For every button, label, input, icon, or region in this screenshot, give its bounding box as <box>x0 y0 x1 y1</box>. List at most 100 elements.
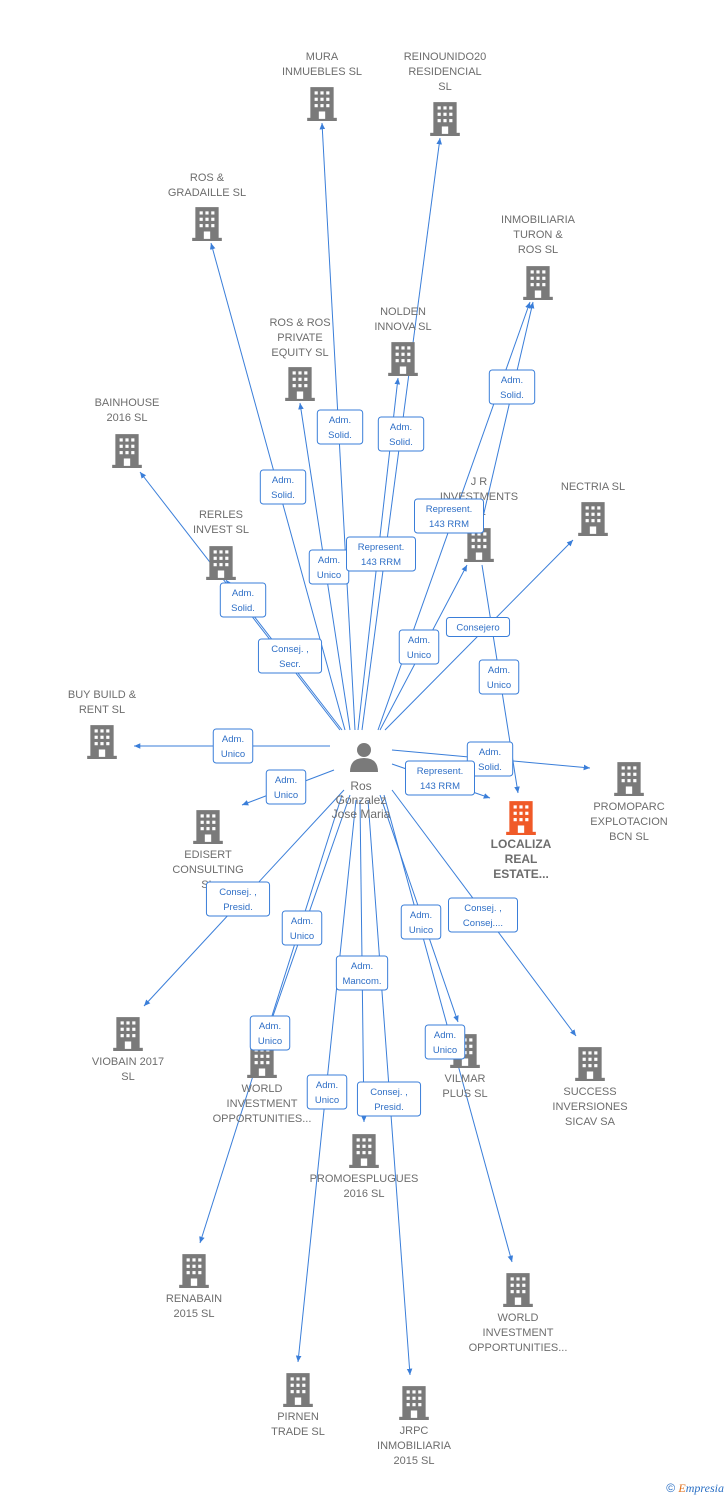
relation-label-box <box>377 416 425 452</box>
relation-label-text: 143 RRM <box>420 781 460 792</box>
relation-label[interactable]: Adm.Unico <box>308 549 350 585</box>
company-name-line: TURON & <box>513 229 563 241</box>
relation-label-text: Adm. <box>351 961 373 972</box>
relation-label[interactable]: Adm.Unico <box>400 904 442 940</box>
company-node-nectria[interactable]: NECTRIA SL <box>561 481 625 536</box>
company-node-bainhouse[interactable]: BAINHOUSE 2016 SL <box>95 397 160 468</box>
relation-label[interactable]: Adm.Solid. <box>377 416 425 452</box>
company-node-localiza[interactable]: LOCALIZAREALESTATE... <box>491 801 552 881</box>
building-icon <box>430 102 460 136</box>
relation-label-text: Adm. <box>408 635 430 646</box>
relation-label-text: Solid. <box>231 603 255 614</box>
company-node-worldinv1[interactable]: WORLDINVESTMENTOPPORTUNITIES... <box>213 1044 312 1125</box>
relation-label[interactable]: Adm.Unico <box>249 1015 291 1051</box>
building-icon <box>87 725 117 759</box>
company-name-line: OPPORTUNITIES... <box>213 1113 312 1125</box>
relation-label-text: Solid. <box>478 762 502 773</box>
relation-label-text: Adm. <box>501 375 523 386</box>
relation-label[interactable]: Adm.Solid. <box>316 409 364 445</box>
company-name-line: 2016 SL <box>107 412 148 424</box>
relation-label[interactable]: Represent.143 RRM <box>346 536 416 572</box>
person-name-line: Jose Maria <box>332 807 391 821</box>
company-name-line: ROS & <box>190 172 225 184</box>
relation-label[interactable]: Consej. ,Consej.... <box>448 897 518 933</box>
relation-label[interactable]: Consej. ,Presid. <box>356 1081 422 1117</box>
edge-line <box>479 301 535 531</box>
relation-label-text: 143 RRM <box>429 519 469 530</box>
building-icon <box>112 434 142 468</box>
relation-label-text: Adm. <box>329 415 351 426</box>
relation-label[interactable]: Adm.Solid. <box>259 469 307 505</box>
relation-label[interactable]: Represent. 143 RRM <box>405 760 475 796</box>
company-name-line: WORLD <box>242 1083 283 1095</box>
relation-label[interactable]: Consej. ,Secr. <box>257 638 323 674</box>
company-name-line: OPPORTUNITIES... <box>469 1342 568 1354</box>
relation-label[interactable]: Consejero <box>445 617 511 637</box>
relation-label[interactable]: Adm.Unico <box>306 1074 348 1110</box>
relation-label[interactable]: Adm. Unico <box>398 629 440 665</box>
relation-label[interactable]: Adm.Unico <box>478 659 520 695</box>
company-name-line: BAINHOUSE <box>95 397 160 409</box>
relation-label-text: Adm. <box>275 775 297 786</box>
relation-label-text: Presid. <box>223 902 253 913</box>
company-node-ediserti[interactable]: EDISERTCONSULTINGSL <box>172 810 244 891</box>
company-name-line: INNOVA SL <box>374 321 431 333</box>
company-node-buybuild[interactable]: BUY BUILD &RENT SL <box>68 689 137 759</box>
relation-label[interactable]: Adm.Unico <box>281 910 323 946</box>
relation-label[interactable]: Adm.Solid. <box>466 741 514 777</box>
company-node-worldinv2[interactable]: WORLDINVESTMENTOPPORTUNITIES... <box>469 1273 568 1354</box>
building-icon <box>503 1273 533 1307</box>
relation-label-text: Represent. <box>417 766 463 777</box>
relation-label[interactable]: Adm.Solid. <box>488 369 536 405</box>
relation-label[interactable]: Consej. ,Presid. <box>205 881 271 917</box>
company-node-rosgradaille[interactable]: ROS &GRADAILLE SL <box>168 172 246 241</box>
relation-label-text: Unico <box>274 790 298 801</box>
relation-label[interactable]: Adm.Unico <box>424 1024 466 1060</box>
relation-label-text: Unico <box>407 650 431 661</box>
company-name-line: VIOBAIN 2017 <box>92 1056 164 1068</box>
relation-label[interactable]: Adm.Unico <box>212 728 254 764</box>
relation-label-box <box>249 1015 291 1051</box>
relation-label-text: Unico <box>315 1095 339 1106</box>
relation-label[interactable]: Adm.Mancom. <box>335 955 389 991</box>
relation-label-box <box>265 769 307 805</box>
relation-label-text: Adm. <box>488 665 510 676</box>
relation-label[interactable]: Adm. Unico <box>265 769 307 805</box>
brand-logo-initial: E <box>678 1481 686 1495</box>
building-icon <box>578 502 608 536</box>
building-icon <box>614 762 644 796</box>
relation-label-text: Presid. <box>374 1102 404 1113</box>
relation-label[interactable]: Adm.Solid. <box>219 582 267 618</box>
relation-label[interactable]: Represent. 143 RRM <box>414 498 484 534</box>
brand-footer[interactable]: © Empresia <box>666 1481 724 1496</box>
brand-logo-text: mpresia <box>685 1481 724 1495</box>
relation-label-text: Consej. , <box>464 903 502 914</box>
building-icon <box>575 1047 605 1081</box>
building-icon <box>193 810 223 844</box>
relation-label-box <box>335 955 389 991</box>
relation-label-box <box>205 881 271 917</box>
relation-label-text: Unico <box>433 1045 457 1056</box>
building-icon <box>113 1017 143 1051</box>
building-icon <box>399 1386 429 1420</box>
relation-label-text: Represent. <box>426 504 472 515</box>
company-name-line: RENT SL <box>79 704 125 716</box>
building-icon <box>192 207 222 241</box>
relation-label-text: Adm. <box>291 916 313 927</box>
